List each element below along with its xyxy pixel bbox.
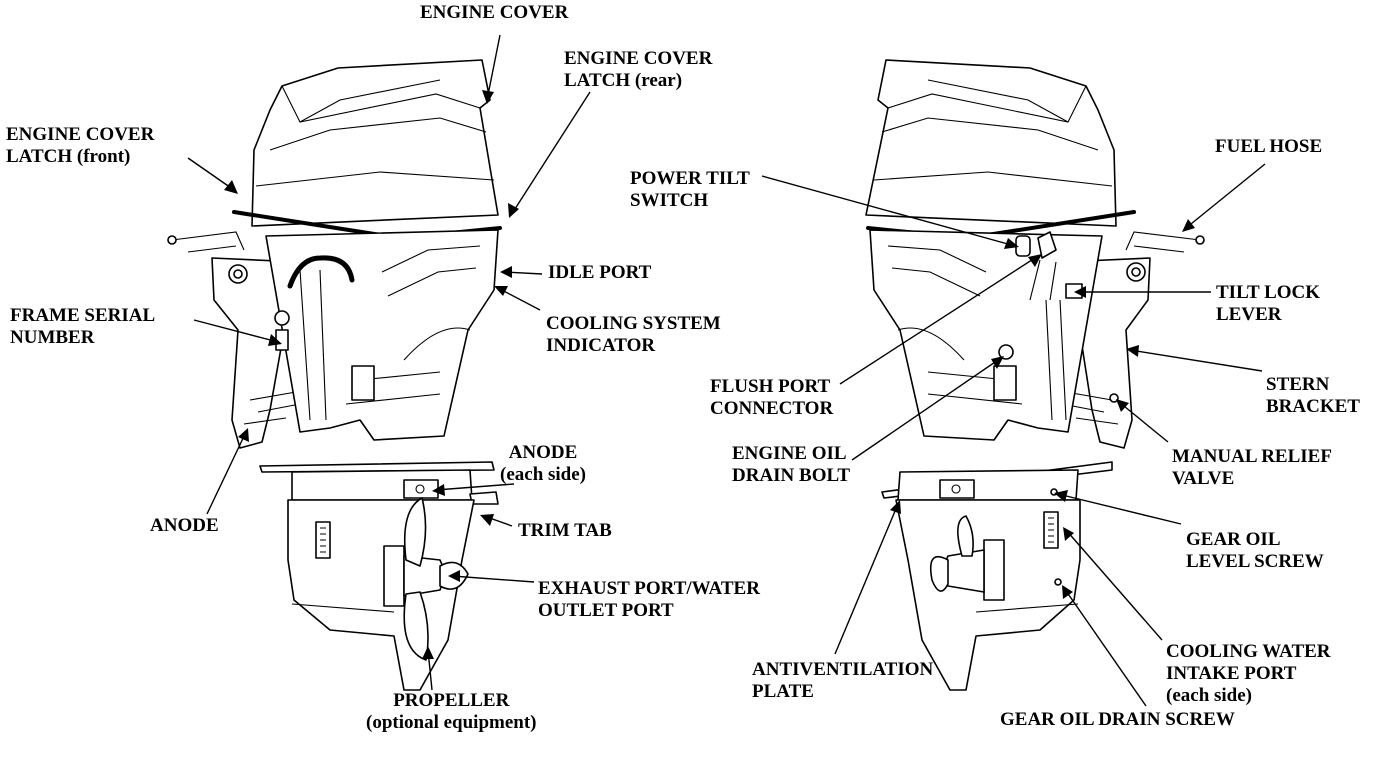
label-manual-relief-valve: MANUAL RELIEF VALVE bbox=[1172, 446, 1332, 489]
label-flush-port-connector: FLUSH PORT CONNECTOR bbox=[710, 376, 834, 419]
left-motor bbox=[167, 59, 502, 691]
left-engine-cover bbox=[251, 59, 499, 227]
left-antiventilation-plate bbox=[259, 461, 495, 473]
left-midsection bbox=[265, 229, 499, 441]
engine-oil-drain-bolt-mark bbox=[998, 344, 1014, 360]
label-frame-serial-number: FRAME SERIAL NUMBER bbox=[10, 305, 156, 348]
label-power-tilt-switch: POWER TILT SWITCH bbox=[630, 168, 750, 211]
label-anode: ANODE bbox=[150, 515, 219, 536]
arrowheads bbox=[224, 90, 1195, 659]
leader-lines bbox=[187, 34, 1266, 707]
right-midsection bbox=[869, 229, 1103, 441]
right-engine-cover bbox=[865, 59, 1117, 227]
flush-port-mark bbox=[1037, 231, 1057, 259]
label-cooling-system-indicator: COOLING SYSTEM INDICATOR bbox=[546, 313, 721, 356]
label-engine-cover-latch-rear: ENGINE COVER LATCH (rear) bbox=[564, 48, 713, 91]
label-exhaust-port: EXHAUST PORT/WATER OUTLET PORT bbox=[538, 578, 760, 621]
label-gear-oil-level-screw: GEAR OIL LEVEL SCREW bbox=[1186, 529, 1324, 572]
right-motor bbox=[865, 59, 1205, 691]
left-propeller-blade bbox=[403, 497, 427, 567]
label-propeller: PROPELLER (optional equipment) bbox=[366, 690, 537, 733]
label-stern-bracket: STERN BRACKET bbox=[1266, 374, 1360, 417]
label-engine-cover: ENGINE COVER bbox=[420, 2, 569, 23]
label-idle-port: IDLE PORT bbox=[548, 262, 652, 283]
label-engine-oil-drain-bolt: ENGINE OIL DRAIN BOLT bbox=[732, 443, 851, 486]
label-trim-tab: TRIM TAB bbox=[518, 520, 612, 541]
label-fuel-hose: FUEL HOSE bbox=[1215, 136, 1323, 157]
label-anode-each-side: ANODE (each side) bbox=[500, 442, 587, 485]
label-antiventilation-plate: ANTIVENTILATION PLATE bbox=[752, 659, 934, 702]
label-tilt-lock-lever: TILT LOCK LEVER bbox=[1216, 282, 1321, 325]
label-engine-cover-latch-front: ENGINE COVER LATCH (front) bbox=[6, 124, 155, 167]
label-cooling-water-intake-port: COOLING WATER INTAKE PORT (each side) bbox=[1166, 641, 1331, 706]
power-tilt-switch-mark bbox=[1015, 235, 1031, 257]
label-gear-oil-drain-screw: GEAR OIL DRAIN SCREW bbox=[1000, 709, 1235, 730]
